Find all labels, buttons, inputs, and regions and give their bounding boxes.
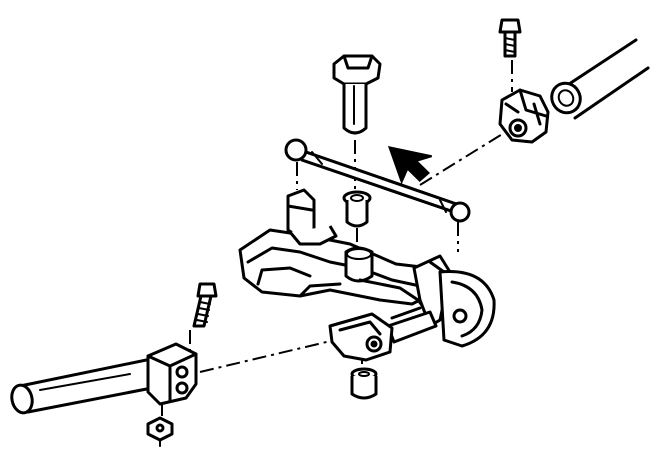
upper-right-bolt (498, 18, 522, 58)
center-line-left (199, 339, 336, 373)
nut (146, 416, 174, 447)
rod-ball-left (284, 138, 308, 162)
bushing (342, 190, 372, 228)
center-line-right (419, 127, 513, 186)
right-clamp (498, 88, 550, 144)
left-clamp (146, 342, 198, 406)
link-rod (284, 138, 471, 223)
alignment-lines (161, 60, 513, 418)
upper-pin (332, 54, 382, 135)
lower-bushing (350, 367, 378, 400)
left-shaft (10, 356, 164, 415)
shift-lever-bracket (238, 188, 496, 362)
arrow-indicator (387, 146, 432, 185)
lower-left-bolt (192, 282, 218, 328)
rod-ball-right (449, 201, 471, 223)
right-shaft (550, 38, 650, 120)
